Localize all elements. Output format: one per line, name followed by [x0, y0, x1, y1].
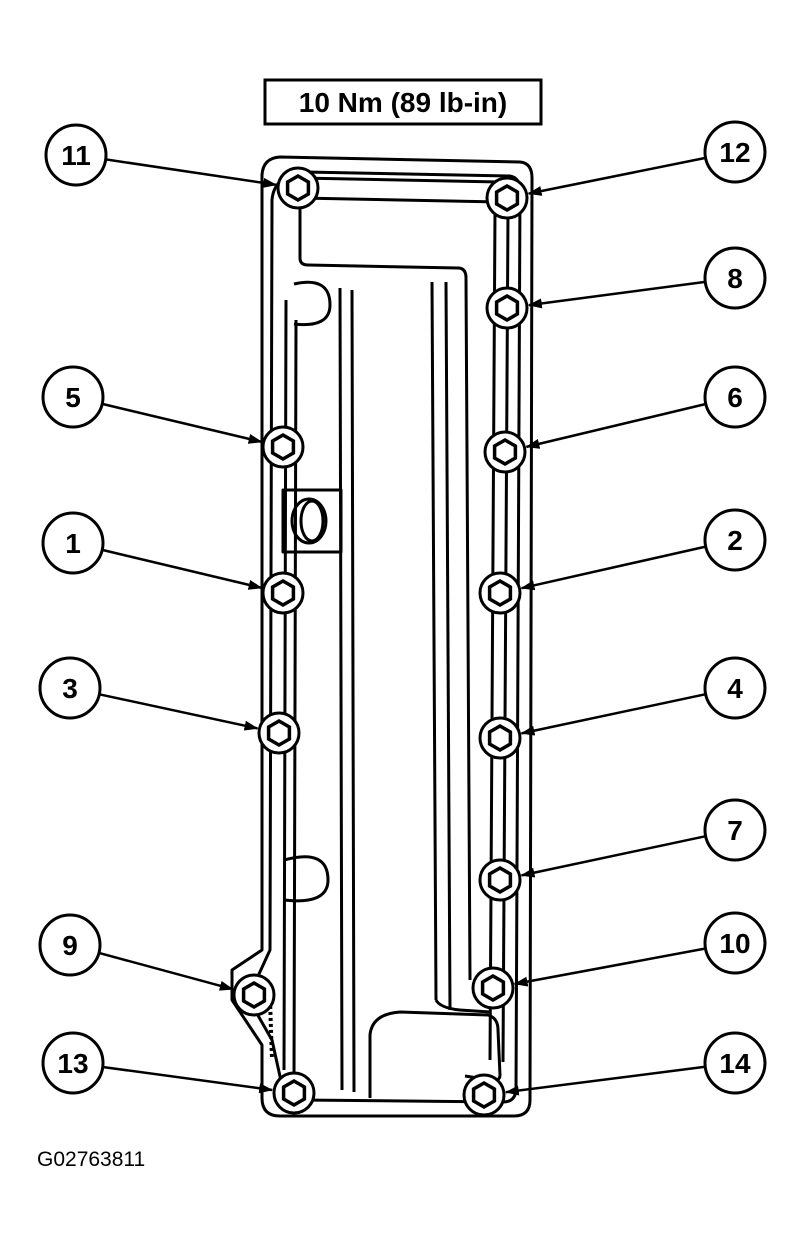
- callout-circle: [703, 656, 767, 720]
- bolt-callout-2: 2: [478, 508, 767, 615]
- bolt-head-icon: [270, 578, 296, 608]
- callout-circle: [703, 365, 767, 429]
- bolt-callout-4: 4: [478, 656, 767, 760]
- figure-reference: G02763811: [37, 1148, 145, 1171]
- bolt-head-icon: [494, 183, 520, 213]
- callout-number: 4: [727, 673, 743, 704]
- bolt-callout-1: 1: [41, 511, 305, 615]
- bolt-head-icon: [281, 1078, 307, 1108]
- leader-arrow: [504, 1065, 706, 1096]
- lower-boss: [283, 855, 330, 903]
- bolt-head-icon: [241, 980, 267, 1010]
- callout-number: 14: [719, 1048, 751, 1079]
- bolt-callout-10: 10: [471, 911, 767, 1010]
- leader-arrow: [105, 158, 278, 188]
- callout-circle: [38, 913, 102, 977]
- bolt-head-icon: [270, 432, 296, 462]
- leader-arrow: [520, 834, 706, 878]
- callout-circle: [44, 123, 108, 187]
- upper-channel: [299, 176, 501, 204]
- upper-boss: [293, 280, 332, 327]
- leader-arrow: [513, 947, 706, 987]
- bolt-head-icon: [487, 723, 513, 753]
- callout-circle: [703, 798, 767, 862]
- oil-cap-box: [281, 488, 343, 554]
- bolt-callout-13: 13: [41, 1031, 316, 1115]
- oil-cap: [290, 497, 328, 545]
- leader-arrow: [98, 951, 234, 991]
- callout-number: 13: [57, 1048, 88, 1079]
- bolt-head-icon: [285, 173, 311, 203]
- callout-number: 9: [62, 930, 78, 961]
- gasket-inner-edge: [246, 170, 522, 1104]
- torque-spec-label: 10 Nm (89 lb-in): [299, 87, 507, 118]
- bolt-callout-11: 11: [44, 123, 320, 210]
- leader-arrow: [101, 402, 263, 444]
- callout-circle: [41, 511, 105, 575]
- bolt-head-icon: [487, 578, 513, 608]
- bolt-callout-5: 5: [41, 365, 305, 469]
- bolt-callout-6: 6: [483, 365, 767, 474]
- bolt-callout-12: 12: [485, 120, 767, 220]
- callout-number: 6: [727, 382, 743, 413]
- bolt-callout-8: 8: [485, 246, 767, 330]
- callout-number: 1: [65, 528, 81, 559]
- bolt-head-icon: [492, 437, 518, 467]
- leader-arrow: [527, 156, 706, 196]
- bolt-head-icon: [494, 293, 520, 323]
- callout-number: 7: [727, 815, 743, 846]
- bolt-callout-9: 9: [38, 913, 276, 1017]
- leader-arrow: [525, 402, 707, 449]
- gasket-outer-edge: [230, 155, 534, 1118]
- leader-arrow: [99, 693, 259, 731]
- leader-arrow: [520, 545, 706, 591]
- leader-arrow: [101, 548, 263, 590]
- bolt-callout-3: 3: [38, 656, 301, 755]
- bolt-head-icon: [487, 865, 513, 895]
- callout-circle: [703, 911, 767, 975]
- callout-number: 12: [719, 137, 750, 168]
- bolt-head-icon: [471, 1080, 497, 1110]
- leader-arrow: [102, 1065, 274, 1094]
- left-rail: [282, 287, 356, 1093]
- leader-arrow: [527, 280, 706, 309]
- callout-circle: [703, 120, 767, 184]
- bolt-callout-14: 14: [462, 1031, 767, 1117]
- center-rib: [430, 281, 452, 1011]
- callout-circle: [38, 656, 102, 720]
- leader-arrow: [520, 692, 706, 736]
- callout-circle: [41, 365, 105, 429]
- callout-circle: [703, 508, 767, 572]
- callout-number: 8: [727, 263, 743, 294]
- bolt-head-icon: [480, 973, 506, 1003]
- callout-circle: [703, 1031, 767, 1095]
- bolt-callout-7: 7: [478, 798, 767, 902]
- callout-number: 2: [727, 525, 743, 556]
- torque-spec-box: 10 Nm (89 lb-in): [263, 78, 543, 126]
- callout-circle: [703, 246, 767, 310]
- callout-number: 5: [65, 382, 81, 413]
- right-rail: [488, 209, 510, 1063]
- bolt-head-icon: [266, 718, 292, 748]
- callout-number: 10: [719, 928, 750, 959]
- callout-number: 11: [61, 140, 91, 171]
- callout-circle: [41, 1031, 105, 1095]
- callout-number: 3: [62, 673, 78, 704]
- dash-detail: [268, 999, 274, 1061]
